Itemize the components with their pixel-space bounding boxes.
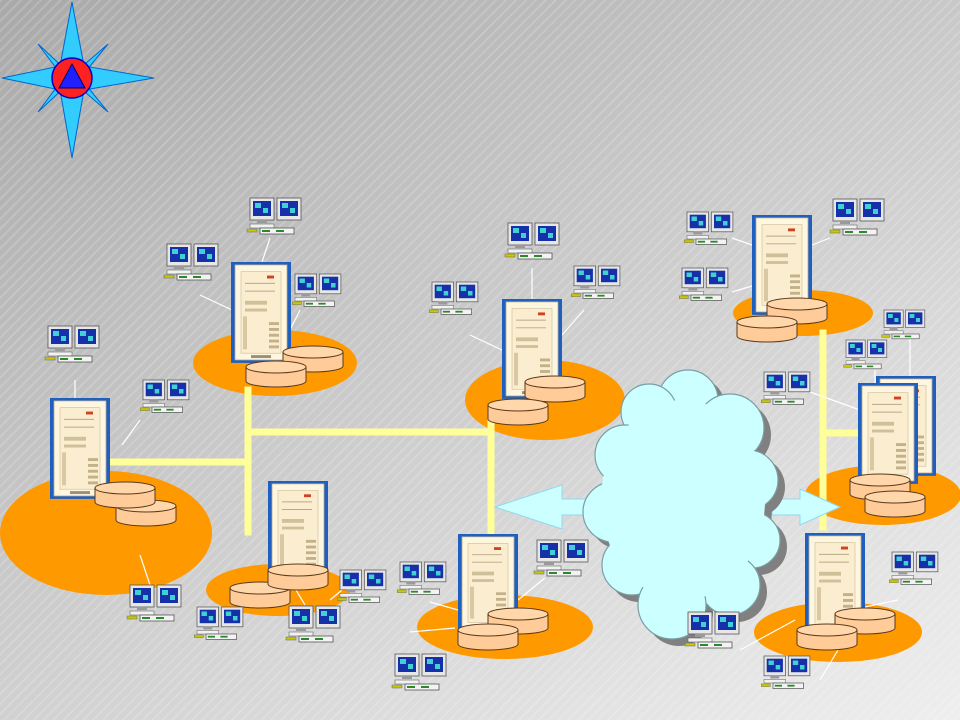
workstation-icon bbox=[678, 267, 729, 301]
connector-lines bbox=[74, 237, 911, 681]
workstation-icon bbox=[570, 265, 621, 299]
database-disk-icon bbox=[94, 481, 156, 509]
workstation-icon bbox=[760, 371, 811, 405]
workstation-icon bbox=[428, 281, 479, 315]
workstation-icon bbox=[44, 325, 100, 363]
workstation-icon bbox=[291, 273, 342, 307]
workstation-icon bbox=[760, 655, 811, 689]
database-disk-icon bbox=[736, 315, 798, 343]
workstation-icon bbox=[246, 197, 302, 235]
database-disk-icon bbox=[487, 398, 549, 426]
workstation-icon bbox=[683, 211, 734, 245]
workstation-icon bbox=[126, 584, 182, 622]
backbone-lines bbox=[106, 329, 862, 537]
database-disk-icon bbox=[864, 490, 926, 518]
database-disk-icon bbox=[245, 360, 307, 388]
workstation-icon bbox=[396, 561, 447, 595]
workstation-icon bbox=[285, 605, 341, 643]
workstation-icon bbox=[139, 379, 190, 413]
workstation-icon bbox=[881, 309, 926, 340]
server-tower-icon bbox=[49, 397, 111, 500]
workstation-icon bbox=[533, 539, 589, 577]
database-disk-icon bbox=[457, 623, 519, 651]
workstation-icon bbox=[829, 198, 885, 236]
server-tower-icon bbox=[857, 382, 919, 485]
network-cloud-icon bbox=[582, 369, 787, 646]
compass-rose-icon bbox=[1, 1, 155, 159]
workstation-icon bbox=[163, 243, 219, 281]
database-disk-icon bbox=[267, 563, 329, 591]
workstation-icon bbox=[843, 339, 888, 370]
database-disk-icon bbox=[524, 375, 586, 403]
database-disk-icon bbox=[796, 623, 858, 651]
server-tower-icon bbox=[230, 261, 292, 364]
workstation-icon bbox=[888, 551, 939, 585]
workstation-icon bbox=[391, 653, 447, 691]
workstation-icon bbox=[193, 606, 244, 640]
workstation-icon bbox=[504, 222, 560, 260]
